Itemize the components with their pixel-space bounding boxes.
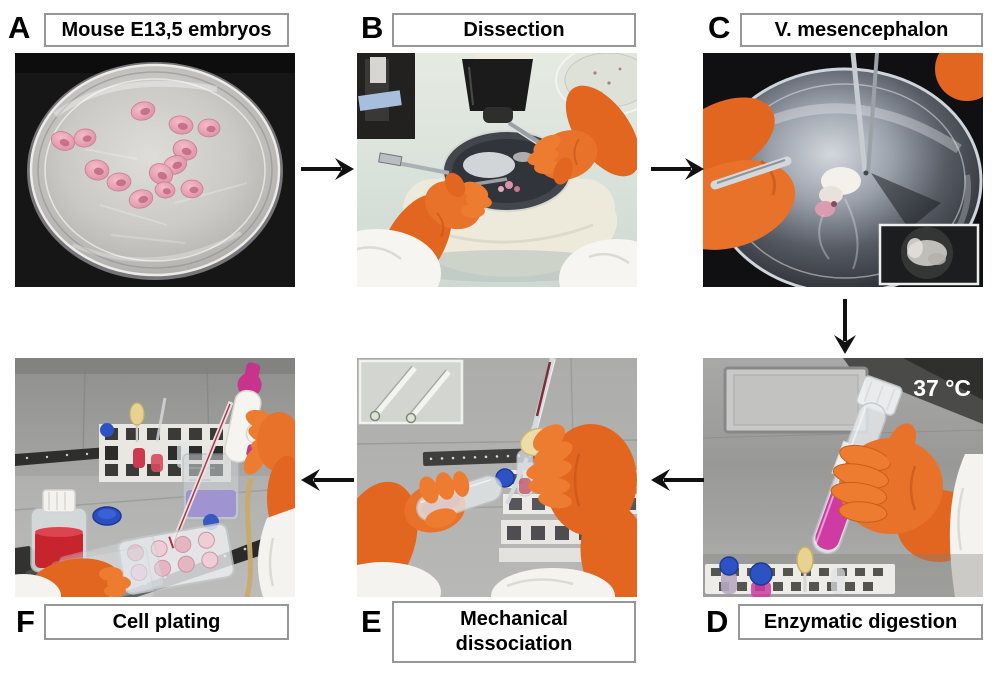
panel-e-letter: E [361,604,382,639]
embryo-tissue [815,167,861,270]
arrow-e-to-f [299,466,356,494]
tubing [244,477,254,597]
cell-plating-photo [15,358,295,597]
mesencephalon-dissection-photo [703,53,983,287]
petri-dish-embryos-photo [15,53,295,287]
sleeve [949,454,983,597]
panel-b [357,53,637,287]
forceps [850,53,879,176]
blue-cap [719,556,739,576]
sleeves [357,562,615,597]
left-glove-fingers [703,97,796,250]
panel-f-letter: F [16,604,35,639]
arrow-d-to-e [649,466,706,494]
panel-e [357,358,637,597]
panel-a-label: Mouse E13,5 embryos [44,13,289,47]
tissue-inset [878,223,980,286]
blue-cap [749,562,773,586]
panel-c-letter: C [708,10,731,45]
bench-equipment [357,53,415,139]
mechanical-dissociation-photo [357,358,637,597]
pipette-tips-inset [358,359,464,425]
panel-d: 37 °C [703,358,983,597]
left-glove [15,558,131,597]
beaker [182,453,240,530]
sleeves [357,229,637,287]
well-plate [117,522,235,595]
right-glove [527,85,637,185]
sleeve [257,508,295,597]
panel-c [703,53,983,287]
panel-c-label: V. mesencephalon [740,13,983,47]
arrow-c-to-d [831,297,859,356]
panel-d-letter: D [706,604,729,639]
pipette-bulb [796,546,814,574]
panel-b-letter: B [361,10,384,45]
dissection-photo [357,53,637,287]
panel-f-label: Cell plating [44,604,289,640]
serological-pipette [170,401,234,545]
arrow-a-to-b [299,155,356,183]
tube-rack [703,546,983,597]
panel-b-label: Dissection [392,13,636,47]
panel-a [15,53,295,287]
right-glove [243,409,295,597]
panel-e-label: Mechanical dissociation [392,601,636,663]
incubator-panel [723,366,869,434]
pasteur-pipette [495,358,556,505]
temperature-overlay: 37 °C [913,375,971,401]
embryos [50,101,221,209]
panel-d-label: Enzymatic digestion [738,604,983,640]
panel-f [15,358,295,597]
glove-corner [935,53,983,101]
enzymatic-digestion-photo: 37 °C [703,358,983,597]
blue-cap [100,423,114,437]
panel-a-letter: A [8,10,31,45]
pipette-bulb [129,402,145,426]
glass-pipette [710,156,792,190]
arrow-b-to-c [649,155,706,183]
